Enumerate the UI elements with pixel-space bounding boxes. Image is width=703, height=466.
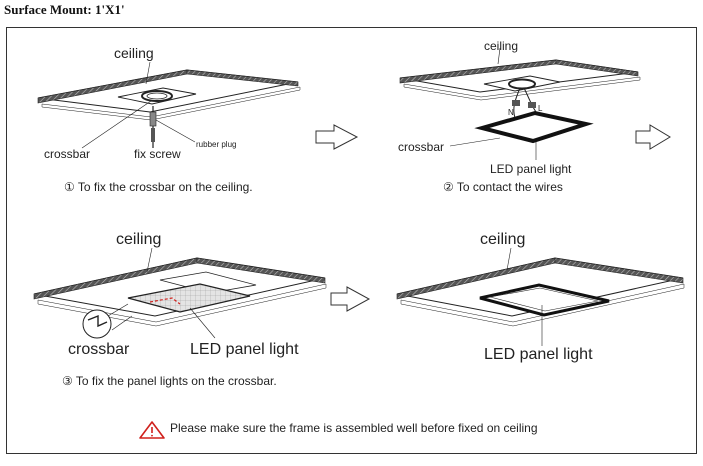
panel-4-illustration bbox=[396, 247, 685, 346]
crossbar-label-1: crossbar bbox=[44, 147, 91, 161]
panel-2-illustration bbox=[399, 47, 641, 160]
wire-n-label: N bbox=[508, 108, 514, 117]
crossbar-label-3: crossbar bbox=[68, 341, 130, 358]
led-panel-4 bbox=[479, 283, 610, 317]
step-1-caption: ① To fix the crossbar on the ceiling. bbox=[64, 180, 253, 194]
step-2-caption: ② To contact the wires bbox=[443, 180, 563, 194]
crossbar-plate-2 bbox=[483, 75, 561, 92]
ceiling-label-4: ceiling bbox=[480, 231, 526, 248]
led-panel-3 bbox=[127, 283, 251, 313]
warning-triangle-icon bbox=[139, 421, 165, 439]
step-3-caption: ③ To fix the panel lights on the crossba… bbox=[62, 374, 277, 388]
ceiling-label-2: ceiling bbox=[484, 39, 519, 53]
ceiling-label-1: ceiling bbox=[114, 45, 154, 61]
warning-message: Please make sure the frame is assembled … bbox=[170, 421, 538, 435]
panel-1-illustration bbox=[37, 61, 301, 149]
rubber-plug-label: rubber plug bbox=[196, 140, 237, 149]
ceiling-label-3: ceiling bbox=[116, 231, 162, 248]
wire-l-label: L bbox=[538, 104, 543, 113]
step-arrow-3 bbox=[330, 286, 371, 312]
led-panel-2 bbox=[474, 110, 594, 144]
rubber-plug-1 bbox=[149, 111, 157, 127]
crossbar-label-2: crossbar bbox=[398, 140, 445, 154]
crossbar-ring-1 bbox=[141, 90, 173, 102]
diagram-frame bbox=[6, 27, 697, 454]
page-title: Surface Mount: 1'X1' bbox=[4, 2, 125, 17]
step-arrow-1 bbox=[315, 124, 359, 150]
led-panel-label-2: LED panel light bbox=[490, 162, 572, 176]
panel-3-illustration bbox=[33, 247, 327, 339]
crossbar-detail-circle bbox=[82, 309, 112, 339]
fix-screw-1 bbox=[151, 128, 155, 142]
fix-screw-label: fix screw bbox=[134, 147, 181, 161]
led-panel-label-4: LED panel light bbox=[484, 346, 593, 363]
led-panel-label-3: LED panel light bbox=[190, 341, 299, 358]
step-arrow-2 bbox=[635, 124, 671, 150]
